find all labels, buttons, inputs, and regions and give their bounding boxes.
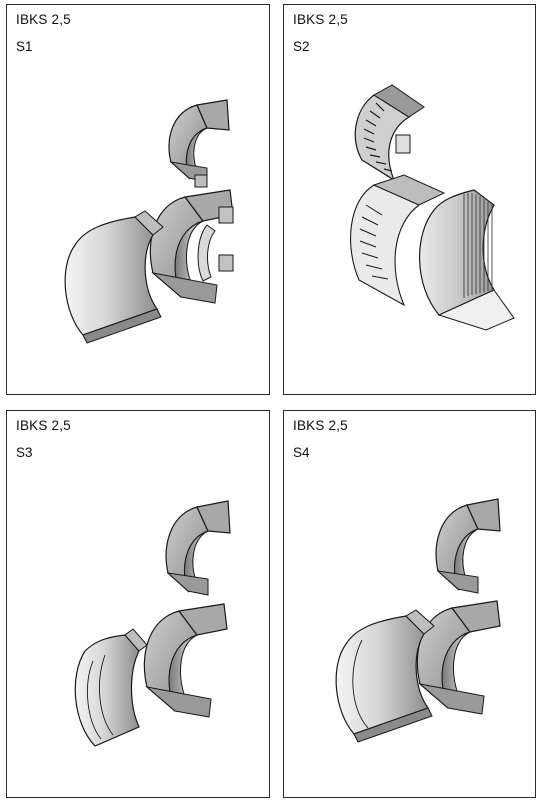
exploded-assembly-drawing [64,99,234,344]
flanged-housing-icon [435,498,501,594]
panel-code: S4 [293,445,310,460]
panel-title: IBKS 2,5 [293,12,348,27]
panel-s2: IBKS 2,5 S2 [283,4,536,395]
panel-title: IBKS 2,5 [293,418,348,433]
panel-s4: IBKS 2,5 S4 [283,410,536,798]
flanged-housing-icon [165,500,231,596]
exploded-assembly-drawing [350,84,515,331]
exploded-assembly-drawing [335,498,501,743]
flanged-housing-icon [143,603,228,718]
panel-code: S2 [293,39,310,54]
panel-code: S3 [16,445,33,460]
flanged-housing-icon [350,174,446,307]
panel-title: IBKS 2,5 [16,12,71,27]
bearing-half-shell-icon [419,189,515,331]
panel-title: IBKS 2,5 [16,418,71,433]
gear-segment-icon [354,84,425,182]
flanged-housing-icon [149,189,234,304]
bearing-half-shell-icon [335,609,435,743]
panel-s3: IBKS 2,5 S3 [6,410,270,798]
flanged-housing-icon [416,600,501,715]
bearing-half-shell-icon [64,210,164,344]
flanged-housing-icon [168,99,230,188]
bearing-half-shell-icon [74,628,148,747]
panel-code: S1 [16,39,33,54]
exploded-assembly-drawing [74,500,231,747]
panel-s1: IBKS 2,5 S1 [6,4,270,395]
